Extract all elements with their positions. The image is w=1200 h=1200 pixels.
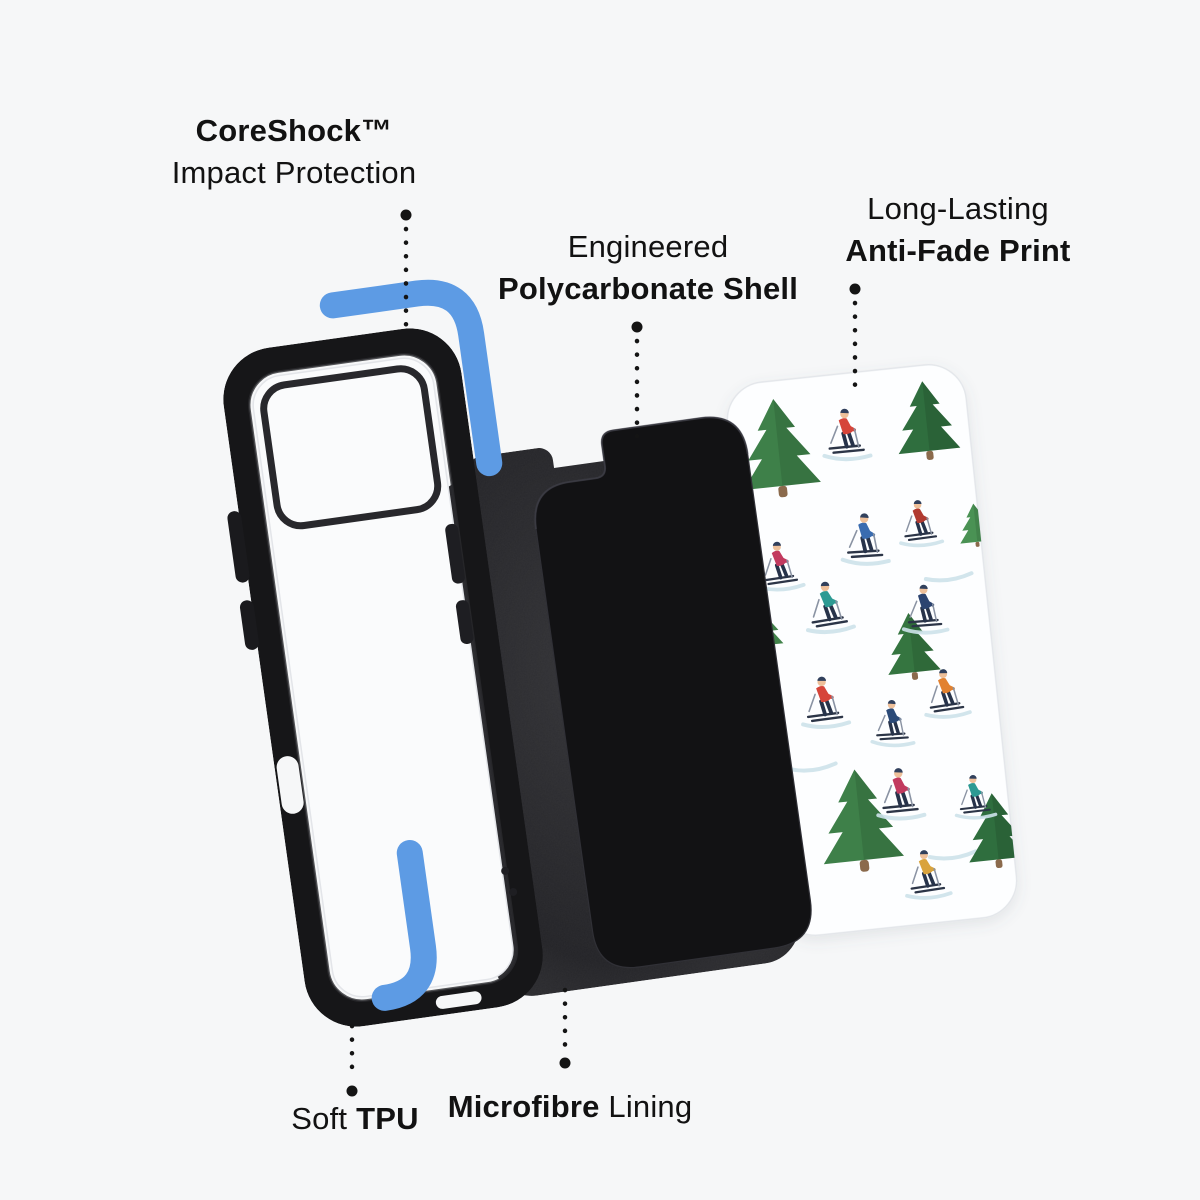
coreshock-bumper-top	[319, 279, 503, 477]
label-coreshock: CoreShock™ Impact Protection	[104, 110, 484, 194]
label-lining-bold: Microfibre	[447, 1089, 600, 1124]
frame-inner-lip	[247, 353, 519, 1002]
speaker-hole	[501, 866, 510, 875]
label-shell-line1: Engineered	[567, 229, 729, 264]
side-button-cover	[455, 600, 474, 645]
label-print-line1: Long-Lasting	[867, 191, 1049, 226]
shell-edge-highlight	[534, 416, 749, 530]
port-cutout	[435, 991, 482, 1009]
tpu-frame-layer	[223, 279, 543, 1027]
leader-dot-print	[849, 283, 861, 295]
label-soft-tpu: Soft TPU	[155, 1098, 555, 1140]
side-button-cover	[445, 523, 465, 584]
leader-lines	[346, 209, 861, 1097]
leader-dot-lining	[559, 1057, 571, 1069]
coreshock-bumper-bottom	[371, 839, 437, 1011]
label-tpu-regular: Soft	[291, 1101, 348, 1136]
leader-dot-coreshock	[400, 209, 412, 221]
label-print-line2: Anti-Fade Print	[845, 233, 1071, 269]
label-anti-fade-print: Long-Lasting Anti-Fade Print	[768, 188, 1148, 272]
volume-button	[227, 511, 250, 583]
label-tpu-bold: TPU	[356, 1101, 419, 1136]
label-microfibre-lining: Microfibre Lining	[390, 1086, 750, 1128]
leader-dot-shell	[631, 321, 643, 333]
polycarbonate-shell-layer	[534, 416, 812, 969]
label-shell-line2: Polycarbonate Shell	[497, 271, 799, 307]
leader-dot-tpu	[346, 1085, 358, 1097]
label-lining-regular: Lining	[608, 1089, 693, 1124]
power-button	[239, 600, 259, 650]
label-coreshock-subtitle: Impact Protection	[171, 155, 417, 191]
tpu-frame	[223, 328, 543, 1027]
speaker-hole	[509, 887, 518, 896]
label-polycarbonate-shell: Engineered Polycarbonate Shell	[458, 226, 838, 310]
label-coreshock-title: CoreShock™	[195, 113, 393, 148]
lanyard-hole	[276, 756, 304, 814]
